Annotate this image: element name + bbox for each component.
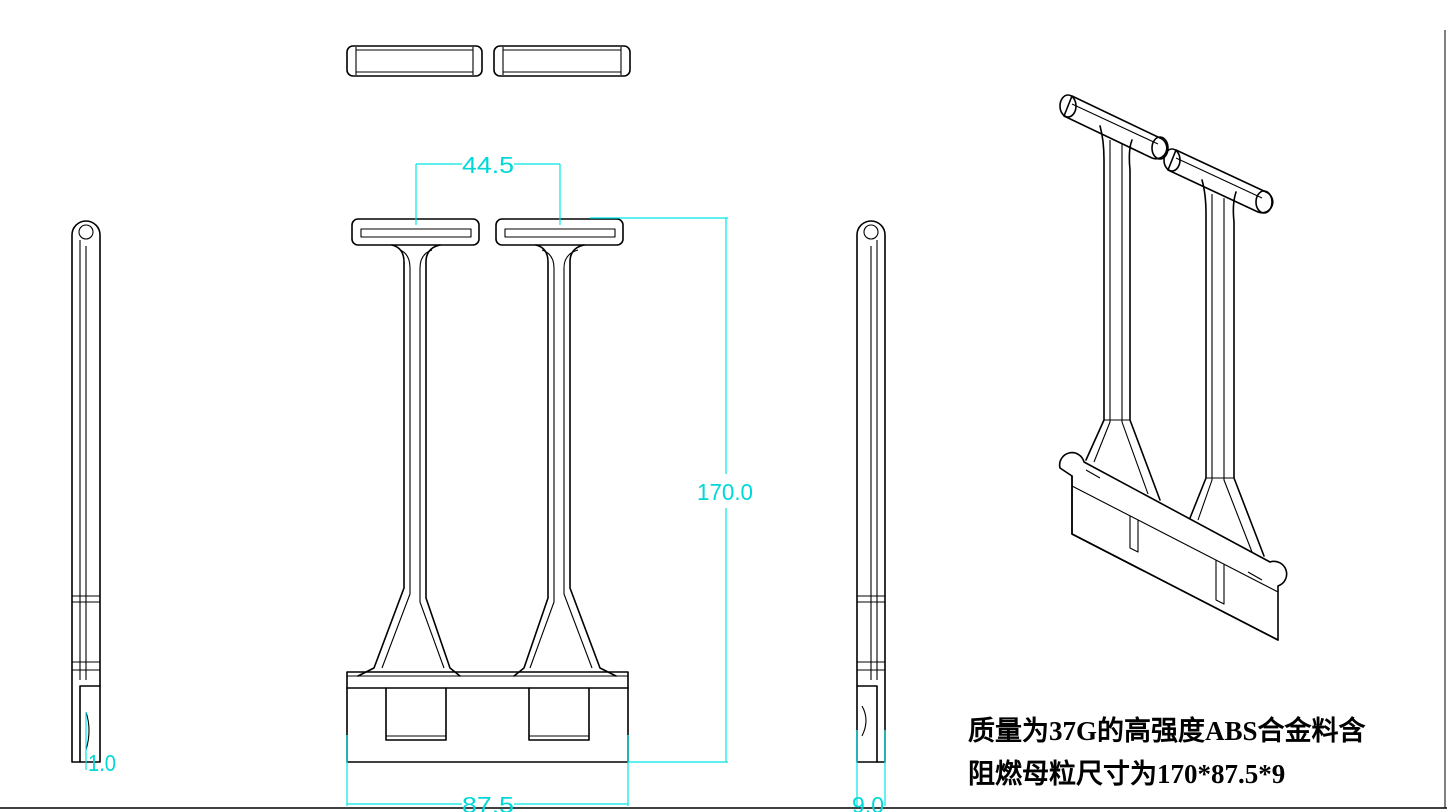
dim-label-170: 170.0 — [697, 479, 753, 505]
right-side-view: 9.0 — [852, 220, 886, 812]
dimension-44-5: 44.5 — [415, 152, 561, 225]
isometric-view — [1058, 94, 1288, 641]
top-view — [346, 45, 631, 77]
dim-label-87-5: 87.5 — [462, 792, 514, 812]
dim-label-9-0: 9.0 — [852, 792, 884, 812]
dimension-87-5: 87.5 — [346, 735, 629, 812]
material-note-line1: 质量为37G的高强度ABS合金料含 — [968, 716, 1366, 746]
dimension-170: 170.0 — [590, 217, 753, 763]
front-view — [346, 218, 629, 763]
dim-label-1-0: 1.0 — [88, 750, 116, 776]
left-side-view: 1.0 — [71, 220, 116, 776]
dim-label-44-5: 44.5 — [462, 152, 514, 178]
material-note-line2: 阻燃母粒尺寸为170*87.5*9 — [968, 759, 1286, 789]
